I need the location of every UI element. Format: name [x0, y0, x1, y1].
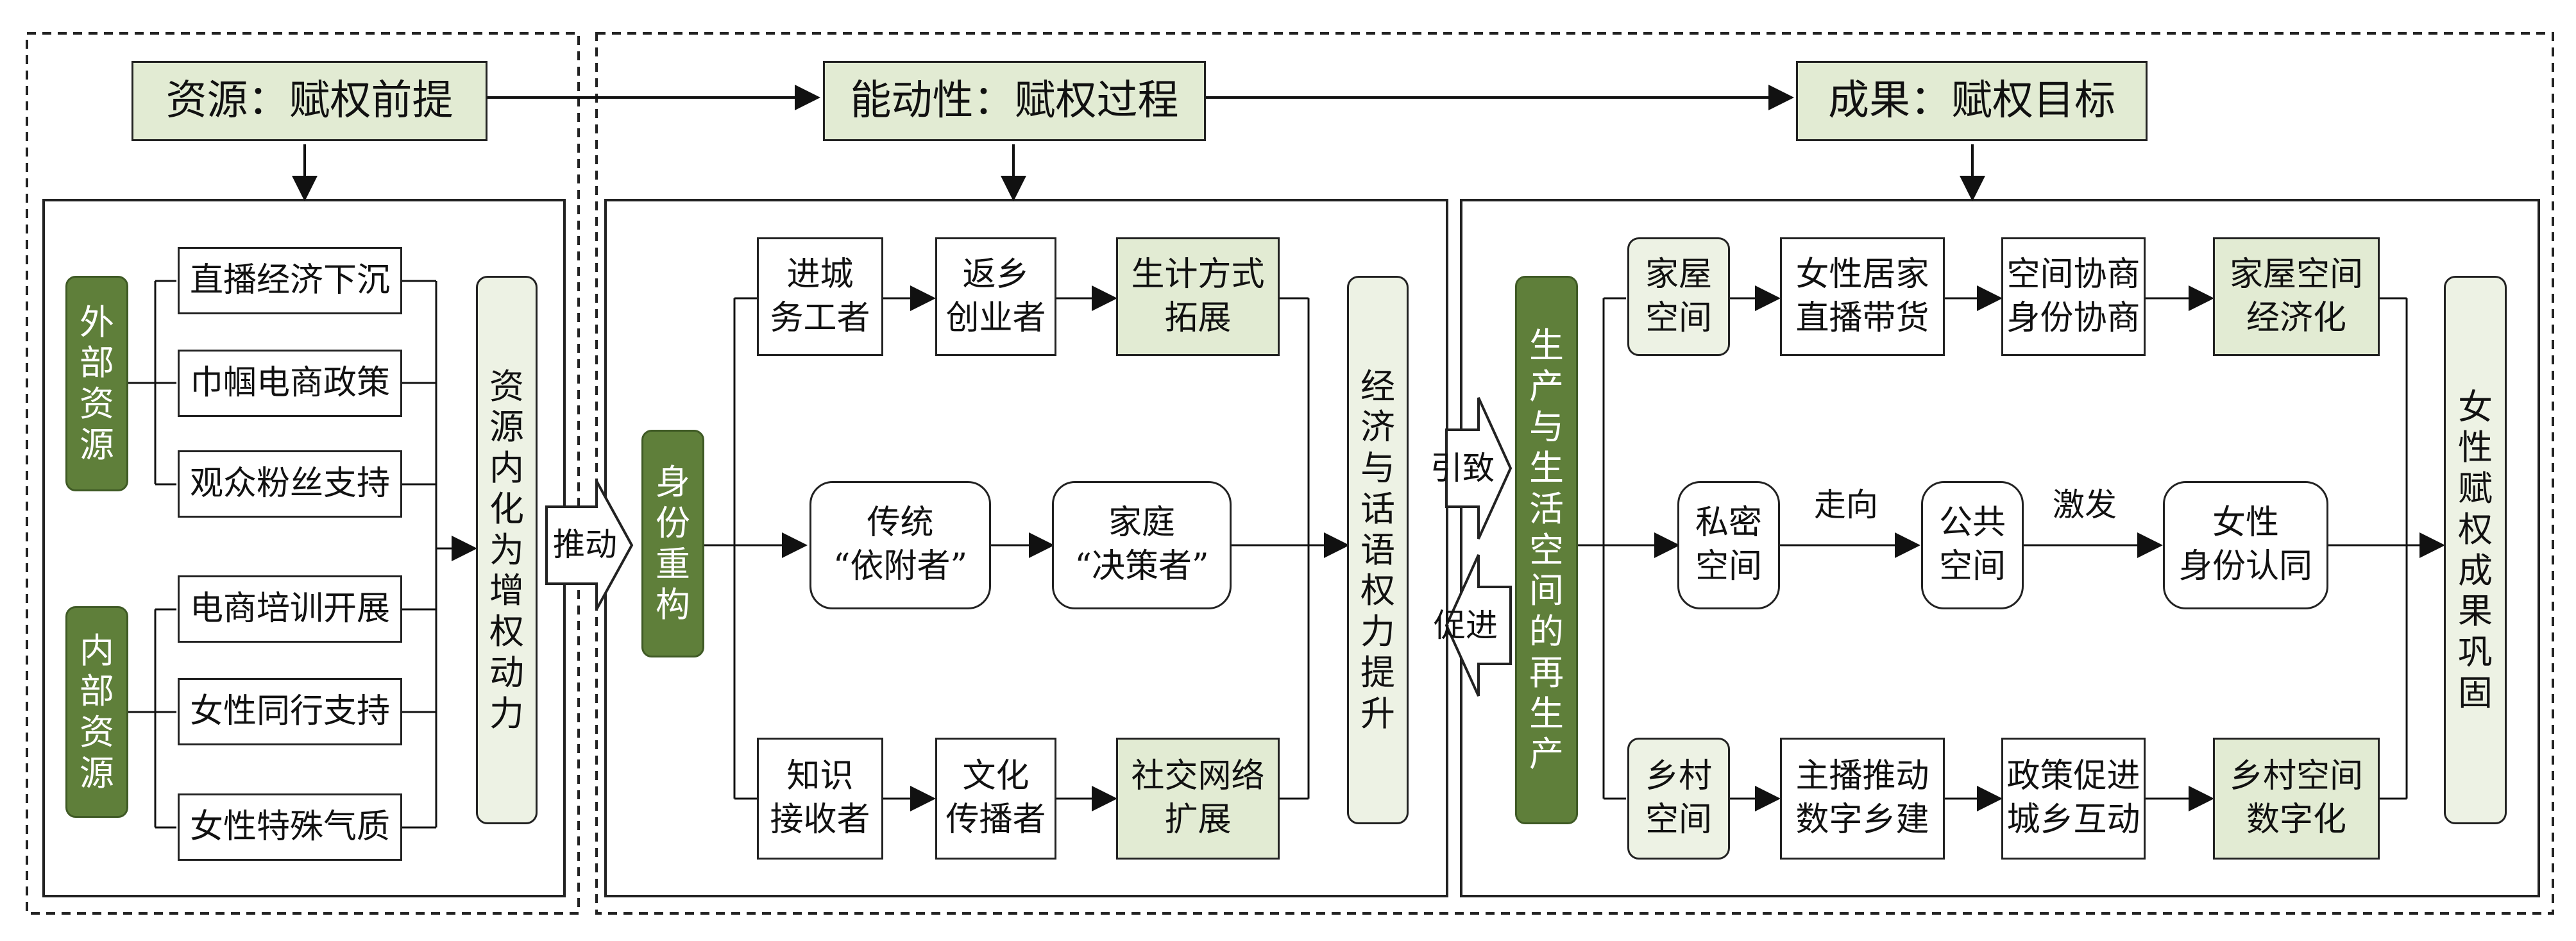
empowerment-consolidation: 女性赋权成果巩固 [2444, 276, 2507, 824]
outcome-panel [1460, 199, 2540, 897]
agency-bottom-3: 社交网络 扩展 [1116, 738, 1280, 860]
lead-label: 引致 [1430, 450, 1495, 487]
agency-bottom-1: 知识 接收者 [757, 738, 883, 860]
agency-top-3: 生计方式 拓展 [1116, 237, 1280, 356]
outcome-middle-2: 公共 空间 [1921, 481, 2024, 609]
agency-header: 能动性：赋权过程 [823, 61, 1206, 141]
lead-arrow [1445, 397, 1513, 539]
process-frame [595, 32, 2554, 915]
internal-resources-label: 内部资源 [65, 606, 128, 818]
external-resources-label: 外部资源 [65, 276, 128, 491]
outcome-bottom-2: 主播推动 数字乡建 [1780, 738, 1945, 860]
promote-arrow [1445, 554, 1512, 697]
external-item-3: 观众粉丝支持 [178, 450, 402, 518]
outcome-bottom-4: 乡村空间 数字化 [2213, 738, 2380, 860]
outcome-middle-1: 私密 空间 [1677, 481, 1780, 609]
outcome-bottom-1: 乡村 空间 [1627, 738, 1730, 860]
external-item-2: 巾帼电商政策 [178, 350, 402, 417]
agency-middle-1: 传统 “依附者” [809, 481, 991, 609]
outcome-bottom-3: 政策促进 城乡互动 [2001, 738, 2146, 860]
outcome-top-2: 女性居家 直播带货 [1780, 237, 1945, 356]
external-item-1: 直播经济下沉 [178, 247, 402, 314]
space-reproduction: 生产与生活空间的再生产 [1515, 276, 1578, 824]
agency-middle-2: 家庭 “决策者” [1052, 481, 1232, 609]
power-enhancement: 经济与话语权力提升 [1347, 276, 1409, 824]
internal-item-2: 女性同行支持 [178, 678, 402, 745]
outcome-top-3: 空间协商 身份协商 [2001, 237, 2146, 356]
internal-item-3: 女性特殊气质 [178, 793, 402, 861]
push-arrow [545, 480, 634, 610]
outcome-header: 成果：赋权目标 [1796, 61, 2148, 141]
outcome-top-4: 家屋空间 经济化 [2213, 237, 2380, 356]
outcome-middle-3: 女性 身份认同 [2163, 481, 2328, 609]
agency-top-1: 进城 务工者 [757, 237, 883, 356]
promote-label: 促进 [1434, 607, 1498, 644]
mid-label-trigger: 激发 [2053, 486, 2117, 523]
mid-label-toward: 走向 [1814, 486, 1878, 523]
internal-item-1: 电商培训开展 [178, 575, 402, 643]
resources-header: 资源：赋权前提 [131, 61, 487, 141]
outcome-top-1: 家屋 空间 [1627, 237, 1730, 356]
resource-internalization: 资源内化为增权动力 [476, 276, 538, 824]
agency-bottom-2: 文化 传播者 [935, 738, 1056, 860]
push-label: 推动 [553, 526, 617, 563]
agency-top-2: 返乡 创业者 [935, 237, 1056, 356]
resources-frame [26, 32, 580, 915]
identity-reconstruction: 身份重构 [641, 430, 704, 657]
